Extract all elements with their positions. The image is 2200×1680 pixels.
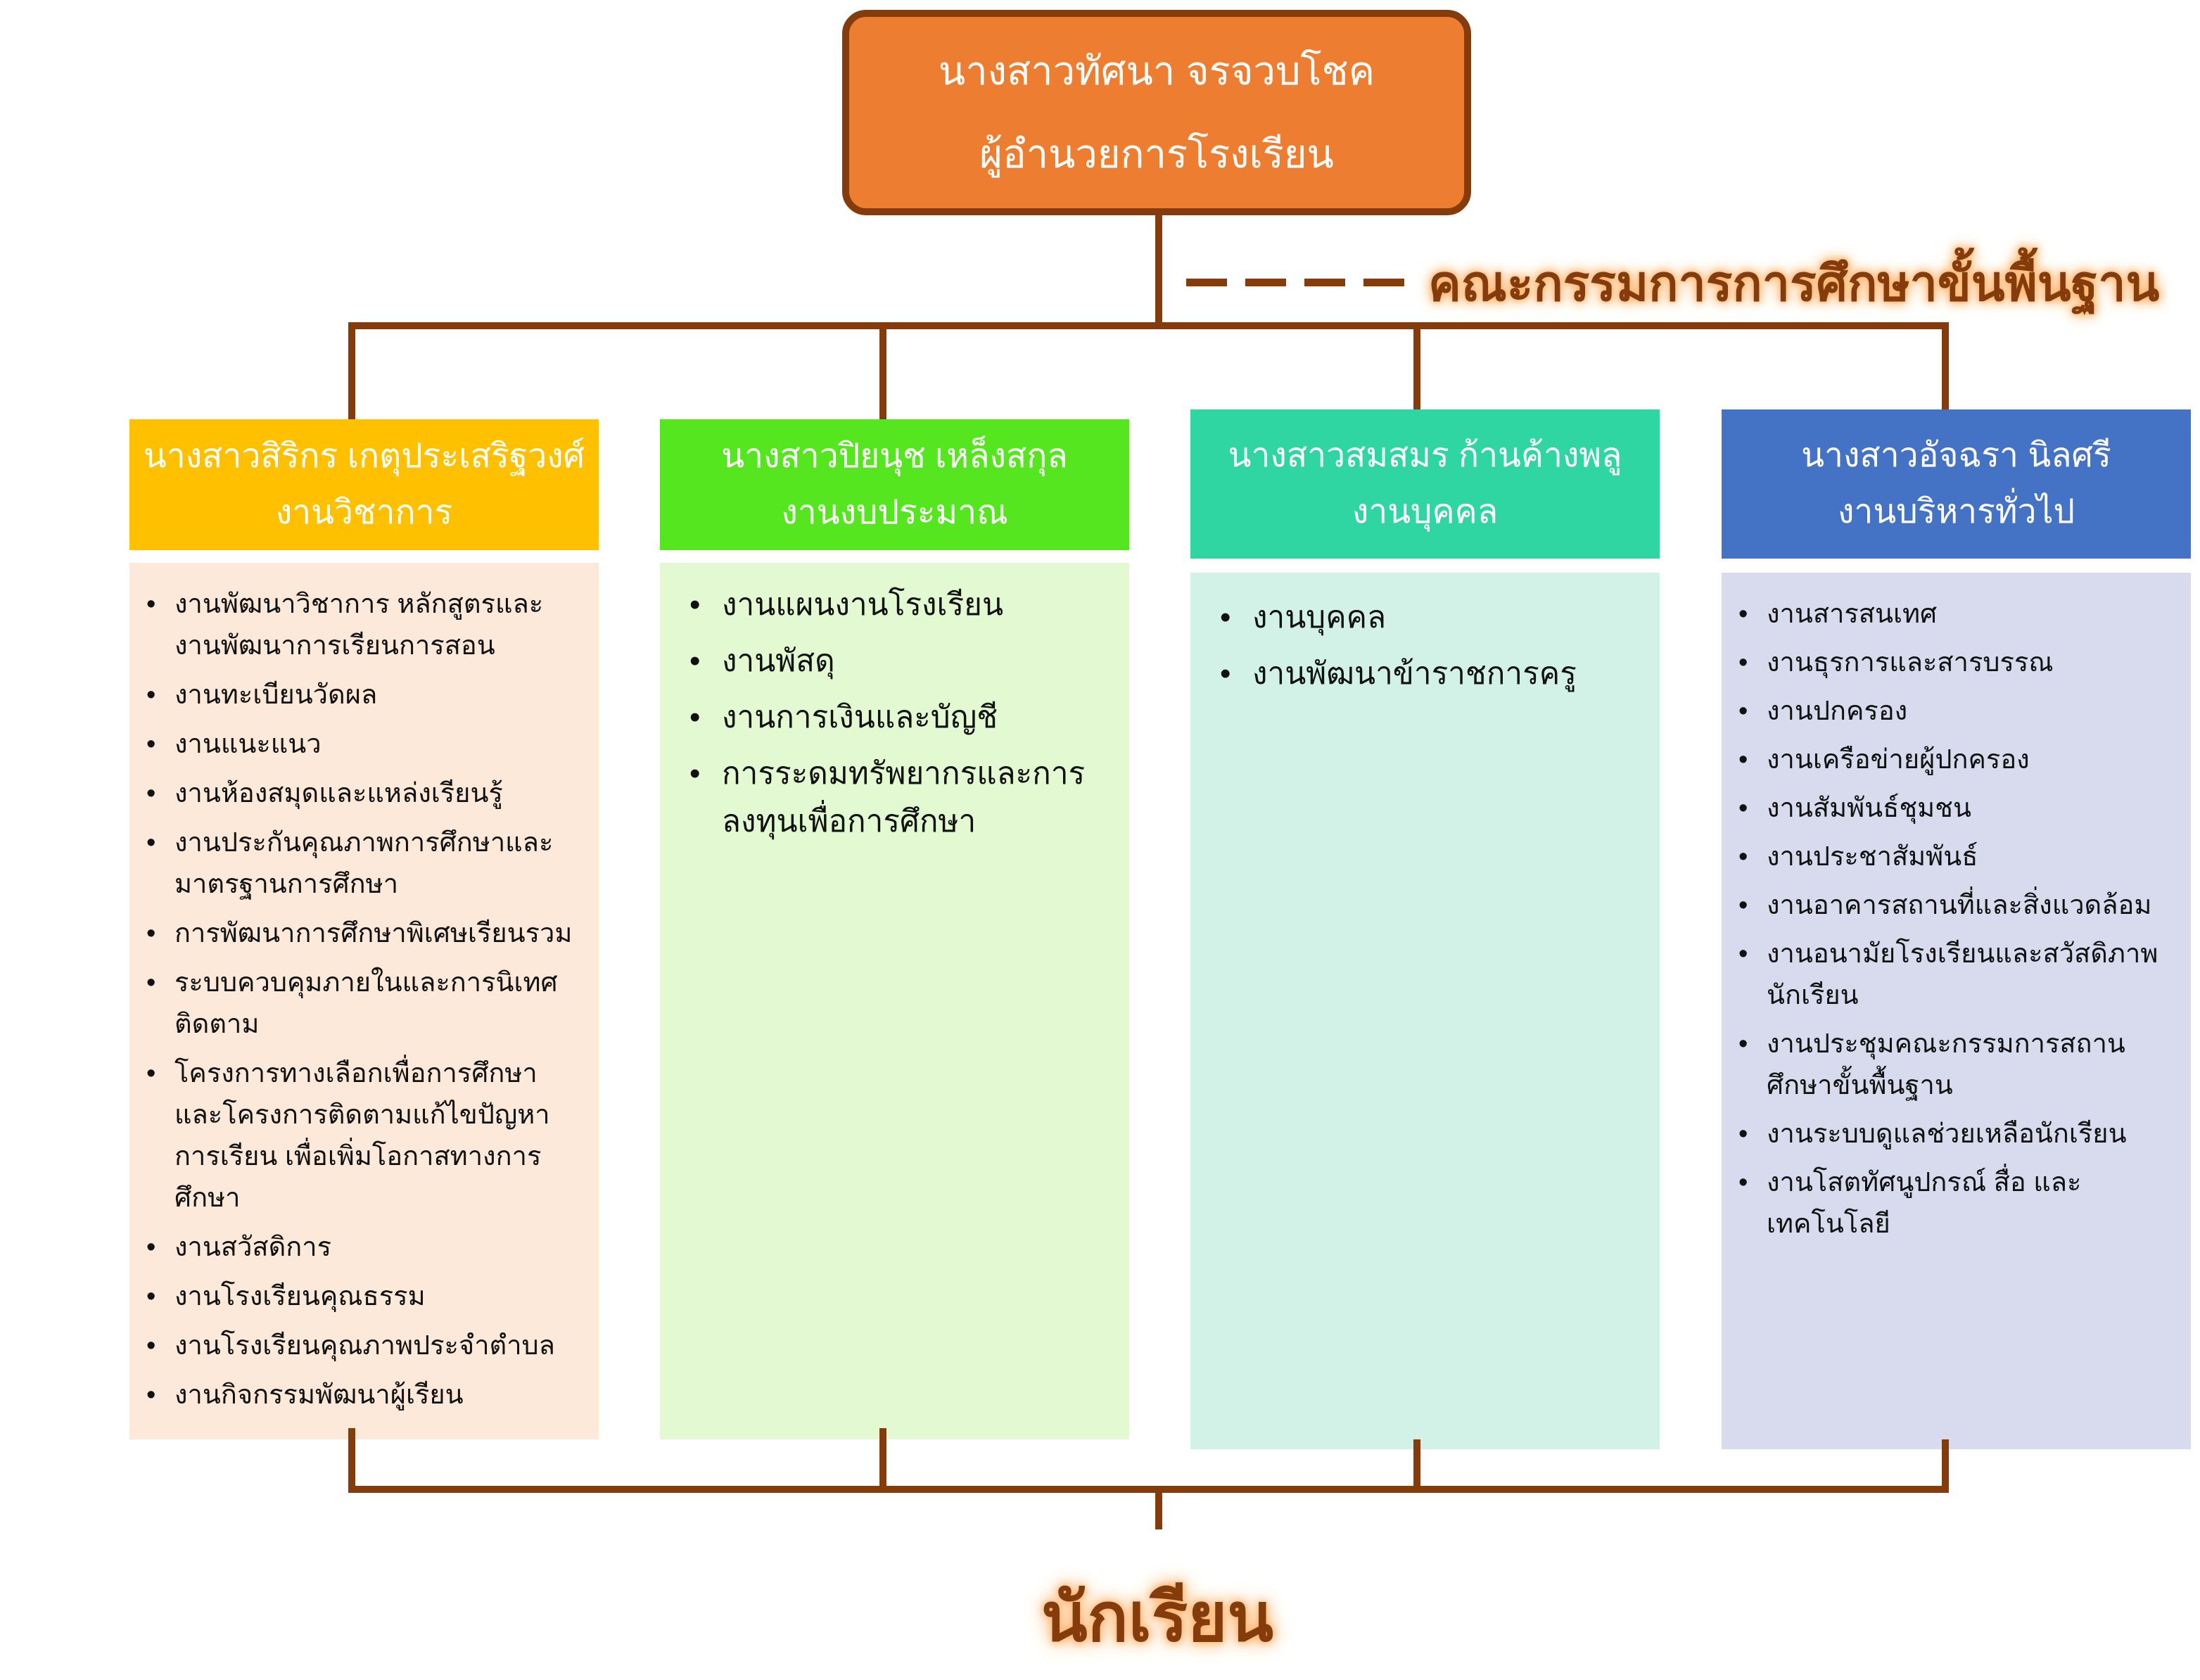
task-item: งานแผนงานโรงเรียน [689,581,1115,629]
task-item: งานปกครอง [1738,691,2177,732]
dept-name: งานวิชาการ [275,494,453,531]
task-item: งานธุรการและสารบรรณ [1738,642,2177,684]
task-item: งานโรงเรียนคุณธรรม [146,1276,585,1318]
dept-name: งานบุคคล [1352,493,1499,530]
dept-head-name: นางสาวสิริกร เกตุประเสริฐวงศ์ [143,438,585,475]
task-item: การพัฒนาการศึกษาพิเศษเรียนรวม [146,913,585,955]
dept-panel-personnel: งานบุคคล งานพัฒนาข้าราชการครู [1190,573,1660,1449]
task-item: ระบบควบคุมภายในและการนิเทศติดตาม [146,962,585,1045]
task-item: โครงการทางเลือกเพื่อการศึกษาและโครงการติ… [146,1053,585,1219]
task-item: งานเครือข่ายผู้ปกครอง [1738,739,2177,781]
dept-head-name: นางสาวอัจฉรา นิลศรี [1801,437,2111,474]
task-item: งานบุคคล [1220,594,1646,642]
task-item: งานสัมพันธ์ชุมชน [1738,788,2177,829]
task-item: งานประกันคุณภาพการศึกษาและมาตรฐานการศึกษ… [146,822,585,905]
task-item: งานประชาสัมพันธ์ [1738,836,2177,878]
bottom-connector-dept-2 [879,1428,886,1493]
task-item: งานห้องสมุดและแหล่งเรียนรู้ [146,773,585,815]
dept-header-general-admin: นางสาวอัจฉรา นิลศรี งานบริหารทั่วไป [1722,409,2191,559]
connector-dept-3 [1413,322,1420,411]
task-item: งานประชุมคณะกรรมการสถานศึกษาขั้นพื้นฐาน [1738,1024,2177,1107]
task-item: งานทะเบียนวัดผล [146,675,585,716]
task-item: งานกิจกรรมพัฒนาผู้เรียน [146,1375,585,1416]
task-item: งานโสตทัศนูปกรณ์ สื่อ และเทคโนโลยี [1738,1162,2177,1245]
dept-panel-academic: งานพัฒนาวิชาการ หลักสูตรและงานพัฒนาการเร… [129,563,599,1439]
task-item: งานสวัสดิการ [146,1227,585,1268]
task-item: งานระบบดูแลช่วยเหลือนักเรียน [1738,1114,2177,1155]
dept-panel-general-admin: งานสารสนเทศ งานธุรการและสารบรรณ งานปกครอ… [1722,573,2191,1449]
dept-header-academic: นางสาวสิริกร เกตุประเสริฐวงศ์ งานวิชาการ [129,419,599,550]
task-item: การระดมทรัพยากรและการลงทุนเพื่อการศึกษา [689,750,1115,846]
students-label: นักเรียน [1041,1580,1273,1655]
students-stem [1155,1486,1162,1529]
director-box: นางสาวทัศนา จรจวบโชค ผู้อำนวยการโรงเรียน [842,10,1471,215]
director-title: ผู้อำนวยการโรงเรียน [979,132,1334,176]
top-horizontal-connector [348,322,1948,329]
dept-name: งานงบประมาณ [781,494,1008,531]
connector-dept-2 [879,322,886,421]
task-item: งานอนามัยโรงเรียนและสวัสดิภาพนักเรียน [1738,934,2177,1017]
task-item: งานโรงเรียนคุณภาพประจำตำบล [146,1325,585,1367]
connector-dept-1 [348,322,355,421]
task-item: งานการเงินและบัญชี [689,694,1115,742]
bottom-connector-dept-4 [1942,1439,1949,1493]
connector-dept-4 [1942,322,1949,411]
bottom-connector-dept-1 [348,1428,355,1493]
dept-head-name: นางสาวปิยนุช เหล็งสกุล [721,438,1068,475]
dept-head-name: นางสาวสมสมร ก้านค้างพลู [1228,437,1622,474]
dept-name: งานบริหารทั่วไป [1837,493,2075,530]
committee-label: คณะกรรมการการศึกษาขั้นพื้นฐาน [1428,256,2160,311]
task-item: งานสารสนเทศ [1738,594,2177,635]
task-item: งานอาคารสถานที่และสิ่งแวดล้อม [1738,885,2177,927]
task-item: งานพัฒนาวิชาการ หลักสูตรและงานพัฒนาการเร… [146,584,585,667]
task-item: งานพัฒนาข้าราชการครู [1220,650,1646,698]
dept-panel-budget: งานแผนงานโรงเรียน งานพัสดุ งานการเงินและ… [660,563,1129,1439]
task-item: งานพัสดุ [689,637,1115,685]
director-name: นางสาวทัศนา จรจวบโชค [938,49,1375,93]
bottom-horizontal-connector [348,1486,1949,1493]
bottom-connector-dept-3 [1413,1439,1420,1493]
director-stem [1155,215,1162,328]
dept-header-personnel: นางสาวสมสมร ก้านค้างพลู งานบุคคล [1190,409,1660,559]
dept-header-budget: นางสาวปิยนุช เหล็งสกุล งานงบประมาณ [660,419,1129,550]
task-item: งานแนะแนว [146,724,585,765]
